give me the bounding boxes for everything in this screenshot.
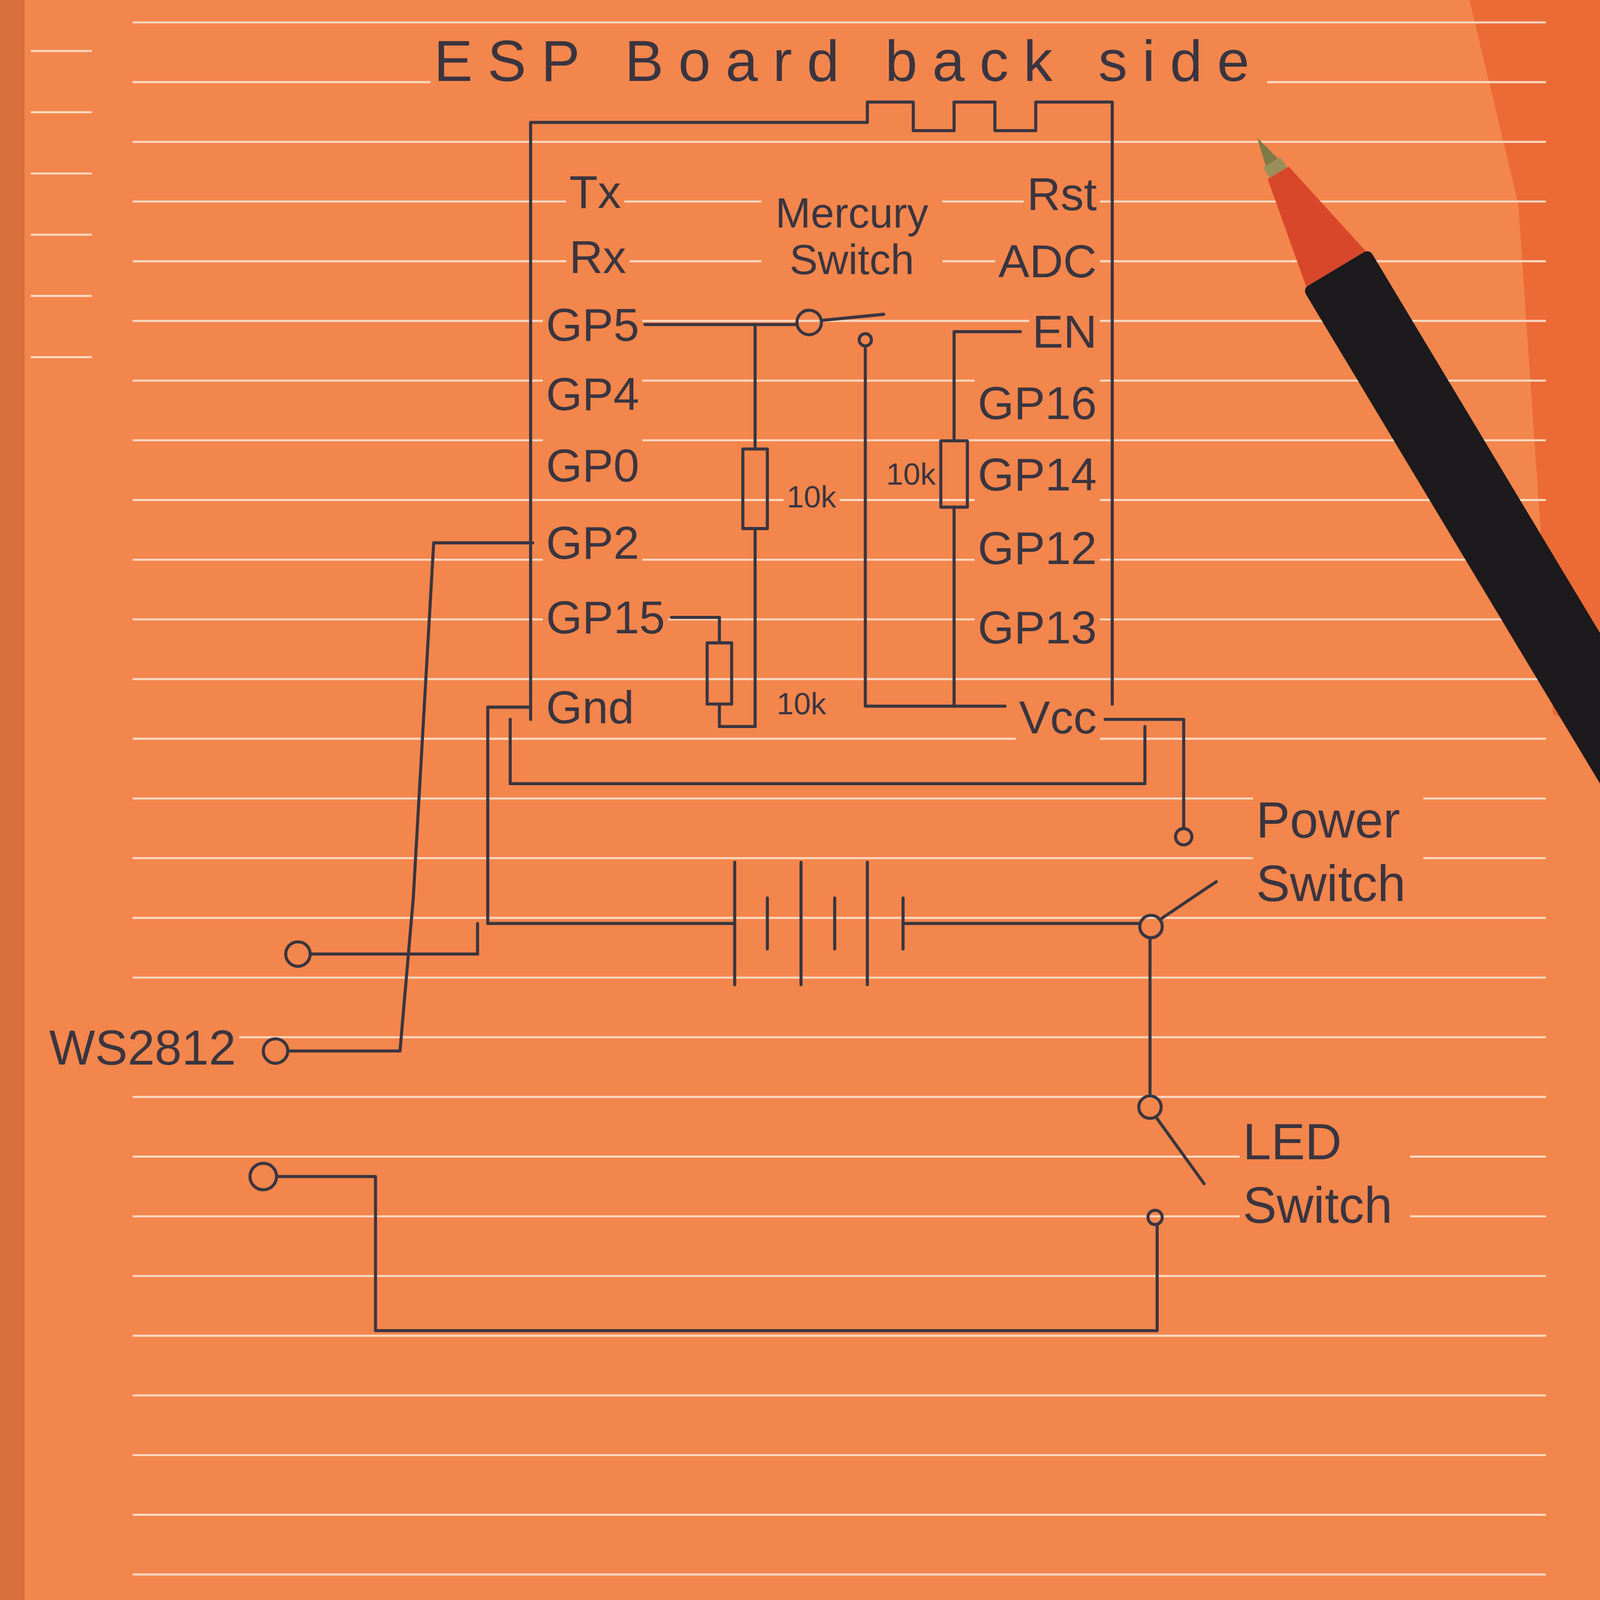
component-label: Mercury Switch bbox=[761, 189, 943, 284]
pin-label: Vcc bbox=[1015, 690, 1100, 744]
wire bbox=[717, 704, 722, 727]
wire bbox=[1148, 937, 1152, 1095]
ruled-lines bbox=[132, 22, 1547, 1575]
resistor-symbol bbox=[707, 642, 732, 705]
resistor-value: 10k bbox=[883, 456, 940, 493]
title: ESP Board back side bbox=[430, 27, 1268, 95]
mercury-switch-symbol bbox=[859, 333, 872, 347]
pin-label: Tx bbox=[566, 165, 625, 219]
wire bbox=[310, 923, 478, 954]
component-label: WS2812 bbox=[46, 1020, 240, 1077]
pin-label: GP14 bbox=[974, 447, 1100, 502]
resistor-value: 10k bbox=[773, 686, 830, 722]
pin-label: EN bbox=[1029, 304, 1100, 359]
resistor-symbol bbox=[940, 440, 968, 507]
pin-label: GP4 bbox=[542, 367, 643, 421]
pin-label: GP5 bbox=[542, 297, 643, 352]
pin-label: Rx bbox=[566, 230, 630, 284]
pin-label: ADC bbox=[995, 234, 1100, 288]
resistor-symbol bbox=[742, 449, 768, 529]
component-label: LED Switch bbox=[1239, 1110, 1411, 1238]
schematic bbox=[250, 102, 1217, 1331]
pen bbox=[1223, 117, 1600, 902]
wire bbox=[287, 542, 533, 1051]
switch-lever bbox=[1156, 1117, 1205, 1184]
switch-lever bbox=[1160, 881, 1217, 920]
switch-contact bbox=[1138, 1095, 1161, 1118]
pin-label: GP12 bbox=[974, 521, 1100, 575]
terminal bbox=[250, 1163, 277, 1190]
wire bbox=[671, 617, 720, 643]
mercury-switch-symbol bbox=[821, 314, 885, 321]
board-outline bbox=[530, 102, 1113, 720]
wire bbox=[952, 507, 956, 707]
terminal bbox=[263, 1038, 288, 1063]
page-edge bbox=[0, 0, 25, 1600]
pin-label: Gnd bbox=[542, 680, 638, 734]
pin-label: GP13 bbox=[974, 600, 1100, 654]
battery-symbol bbox=[734, 862, 904, 985]
pin-label: GP15 bbox=[542, 590, 669, 644]
pin-label: GP2 bbox=[542, 515, 643, 570]
wire bbox=[753, 324, 757, 449]
switch-contact bbox=[1175, 828, 1193, 845]
pin-label: GP16 bbox=[974, 376, 1100, 430]
resistor-value: 10k bbox=[783, 479, 840, 515]
switch-contact bbox=[1148, 1210, 1163, 1225]
wire bbox=[487, 707, 735, 924]
terminal bbox=[285, 941, 311, 967]
component-label: Power Switch bbox=[1252, 788, 1424, 916]
mercury-switch-symbol bbox=[796, 310, 822, 335]
left-page-lines bbox=[30, 50, 93, 358]
wire bbox=[277, 1176, 1158, 1331]
wire bbox=[903, 921, 1139, 925]
wire bbox=[1105, 719, 1185, 829]
pin-label: Rst bbox=[1023, 167, 1100, 221]
pin-label: GP0 bbox=[542, 438, 643, 493]
wire bbox=[644, 322, 797, 326]
wire bbox=[721, 528, 756, 727]
